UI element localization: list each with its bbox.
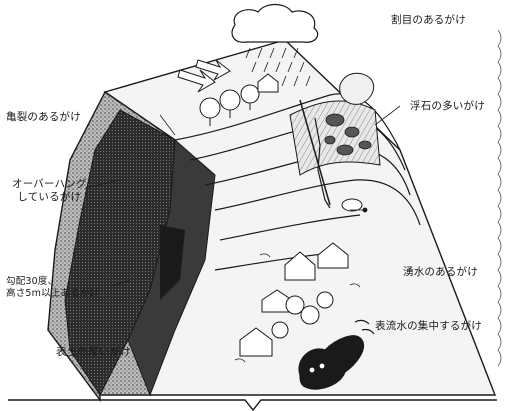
fallen-tree	[299, 99, 331, 206]
label-slope: 勾配30度、 高さ5m以上あるがけ	[6, 276, 99, 300]
bottom-frame	[8, 399, 497, 411]
house-top	[257, 73, 279, 93]
label-spring-water: 湧水のあるがけ	[403, 266, 478, 278]
trees-lower	[271, 291, 334, 339]
leader-lines	[84, 105, 401, 287]
label-surface-water: 表流水の集中するがけ	[375, 320, 482, 332]
floating-stones	[324, 113, 372, 156]
label-overhang: オーバーハング しているがけ	[12, 178, 87, 204]
cliff-overhang-shade	[160, 225, 185, 300]
water-creature	[298, 319, 375, 390]
ground-marks	[234, 253, 361, 363]
label-crack-top: 割目のあるがけ	[391, 14, 466, 26]
label-overhang-line1: オーバーハング	[12, 178, 87, 190]
label-floating-stone: 浮石の多いがけ	[410, 100, 485, 112]
label-slope-line2: 高さ5m以上あるがけ	[6, 288, 100, 299]
rain	[245, 47, 311, 87]
label-slope-line1: 勾配30度、	[6, 276, 58, 287]
right-border-decoration	[497, 29, 502, 367]
crack-band	[289, 100, 381, 176]
label-thick-topsoil: 表土の厚いがけ	[56, 346, 131, 358]
wind-arrows	[177, 59, 231, 93]
label-crack-left: 亀裂のあるがけ	[6, 111, 81, 123]
crack-line	[314, 117, 331, 209]
trees-top	[199, 84, 260, 126]
stone-blob	[341, 198, 363, 212]
boulder-top	[339, 72, 375, 105]
cloud	[231, 3, 319, 43]
houses-lower	[239, 242, 349, 357]
label-overhang-line2: しているがけ	[17, 191, 82, 203]
